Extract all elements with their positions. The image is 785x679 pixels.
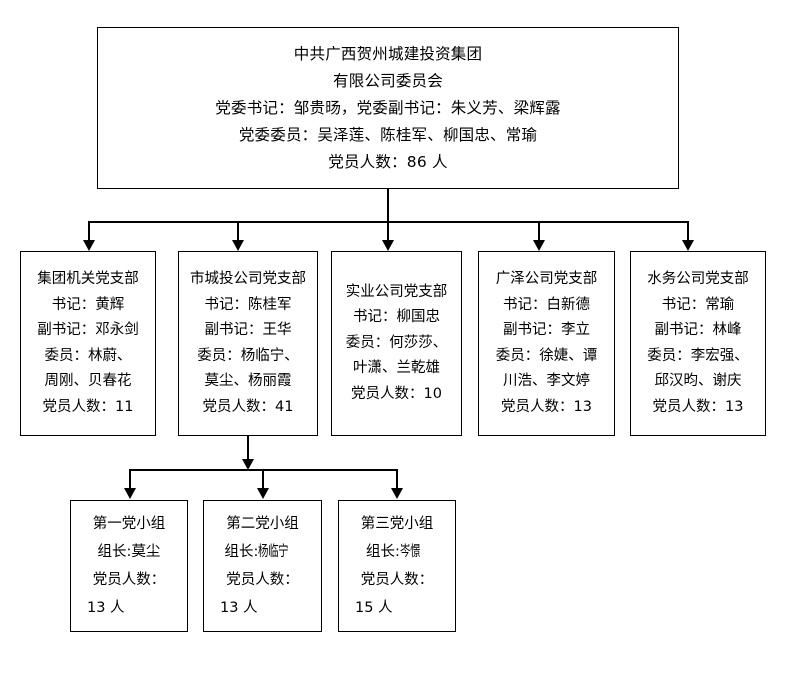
- arrow-group-1: [256, 488, 269, 499]
- connector-branch-0-drop: [88, 221, 90, 241]
- group-2-leader-row: 组长:岑憬: [345, 538, 449, 566]
- connector-group-1-drop: [262, 469, 264, 489]
- arrow-group-0: [123, 488, 136, 499]
- connector-group-0-drop: [129, 469, 131, 489]
- root-line-1: 中共广西贺州城建投资集团: [293, 44, 483, 63]
- branch-0-members-a: 委员：林蔚、: [44, 347, 132, 364]
- connector-branch-1-drop: [237, 221, 239, 241]
- branch-4-members-b: 邱汉昀、谢庆: [654, 373, 742, 389]
- branch-1-title: 市城投公司党支部: [190, 271, 306, 287]
- group-1-leader-row: 组长:杨临宁: [210, 538, 315, 566]
- arrow-branch-4: [681, 240, 694, 251]
- group-0-count: 13 人: [87, 600, 125, 616]
- group-0-count-label: 党员人数：: [92, 572, 166, 588]
- branch-1-deputy: 副书记：王华: [204, 322, 292, 338]
- branch-3-members-b: 川浩、李文婷: [503, 373, 590, 389]
- group-2-leader-label: 组长:: [366, 544, 400, 560]
- branch-box-water-company: 水务公司党支部 书记：常瑜 副书记：林峰 委员：李宏强、 邱汉昀、谢庆 党员人数…: [630, 251, 766, 436]
- group-0-leader-name: 莫尘: [131, 544, 161, 560]
- branch-1-secretary: 书记：陈桂军: [204, 296, 292, 313]
- root-secretary-line: 党委书记：邹贵旸，党委副书记：朱义芳、梁辉露: [215, 98, 561, 117]
- branch-4-title: 水务公司党支部: [647, 271, 749, 287]
- branch-2-title: 实业公司党支部: [345, 283, 448, 300]
- root-committee-box: 中共广西贺州城建投资集团 有限公司委员会 党委书记：邹贵旸，党委副书记：朱义芳、…: [97, 27, 679, 189]
- branch-4-deputy: 副书记：林峰: [654, 322, 742, 338]
- connector-root-stem: [387, 189, 389, 221]
- branch-1-count: 党员人数：41: [202, 398, 294, 415]
- group-1-count-label: 党员人数：: [226, 572, 299, 588]
- group-2-count: 15 人: [355, 600, 393, 616]
- branch-4-secretary: 书记：常瑜: [661, 296, 735, 313]
- branch-0-secretary: 书记：黄辉: [51, 296, 125, 313]
- branch-0-members-b: 周刚、贝春花: [44, 373, 132, 389]
- arrow-branch-3: [532, 240, 545, 251]
- group-0-title: 第一党小组: [92, 516, 166, 532]
- branch-2-count: 党员人数：10: [351, 385, 442, 402]
- party-group-box-third: 第三党小组 组长:岑憬 党员人数： 15 人: [338, 500, 456, 632]
- branch-3-title: 广泽公司党支部: [495, 271, 598, 287]
- branch-3-members-a: 委员：徐婕、谭: [495, 347, 598, 364]
- party-group-box-first: 第一党小组 组长:莫尘 党员人数： 13 人: [70, 500, 188, 632]
- connector-branch-3-drop: [538, 221, 540, 241]
- branch-4-count: 党员人数：13: [652, 398, 744, 415]
- group-0-leader-label: 组长:: [97, 544, 132, 560]
- root-member-count-line: 党员人数：86 人: [328, 152, 448, 171]
- group-1-title: 第二党小组: [226, 516, 299, 532]
- arrow-group-2: [390, 488, 403, 499]
- branch-4-members-a: 委员：李宏强、: [647, 347, 749, 364]
- connector-branch-4-drop: [687, 221, 689, 241]
- branch-0-count: 党员人数：11: [42, 398, 134, 415]
- group-1-count: 13 人: [220, 600, 258, 616]
- branch-3-deputy: 副书记：李立: [503, 322, 590, 338]
- group-1-leader-label: 组长:: [224, 544, 259, 560]
- branch-box-group-organ: 集团机关党支部 书记：黄辉 副书记：邓永剑 委员：林蔚、 周刚、贝春花 党员人数…: [20, 251, 156, 436]
- root-members-line: 党委委员：吴泽莲、陈桂军、柳国忠、常瑜: [238, 125, 538, 144]
- group-1-leader-name: 杨临宁: [258, 544, 289, 560]
- branch-2-members-a: 委员：何莎莎、: [345, 334, 448, 351]
- group-2-count-label: 党员人数：: [360, 572, 434, 588]
- connector-branch-2-drop: [387, 221, 389, 241]
- branch-2-members-b: 叶潇、兰乾雄: [353, 360, 440, 377]
- arrow-branch1-stem: [241, 459, 254, 470]
- branch-0-deputy: 副书记：邓永剑: [37, 322, 139, 338]
- branch-box-industrial-company: 实业公司党支部 书记：柳国忠 委员：何莎莎、 叶潇、兰乾雄 党员人数：10: [331, 251, 462, 436]
- arrow-branch-0: [82, 240, 95, 251]
- group-2-leader-name: 岑憬: [399, 544, 421, 560]
- arrow-branch-2: [381, 240, 394, 251]
- group-0-leader-row: 组长:莫尘: [77, 538, 181, 566]
- party-group-box-second: 第二党小组 组长:杨临宁 党员人数： 13 人: [203, 500, 322, 632]
- branch-2-secretary: 书记：柳国忠: [353, 309, 440, 326]
- branch-box-city-investment: 市城投公司党支部 书记：陈桂军 副书记：王华 委员：杨临宁、 莫尘、杨丽霞 党员…: [178, 251, 318, 436]
- branch-1-members-a: 委员：杨临宁、: [197, 347, 299, 364]
- root-line-2: 有限公司委员会: [333, 71, 443, 90]
- branch-3-secretary: 书记：白新德: [503, 296, 590, 313]
- branch-1-members-b: 莫尘、杨丽霞: [204, 373, 292, 389]
- arrow-branch-1: [231, 240, 244, 251]
- branch-3-count: 党员人数：13: [501, 398, 592, 415]
- branch-box-guangze-company: 广泽公司党支部 书记：白新德 副书记：李立 委员：徐婕、谭 川浩、李文婷 党员人…: [478, 251, 615, 436]
- connector-group-2-drop: [396, 469, 398, 489]
- branch-0-title: 集团机关党支部: [37, 271, 139, 287]
- connector-branch1-stem: [247, 436, 249, 460]
- group-2-title: 第三党小组: [360, 516, 434, 532]
